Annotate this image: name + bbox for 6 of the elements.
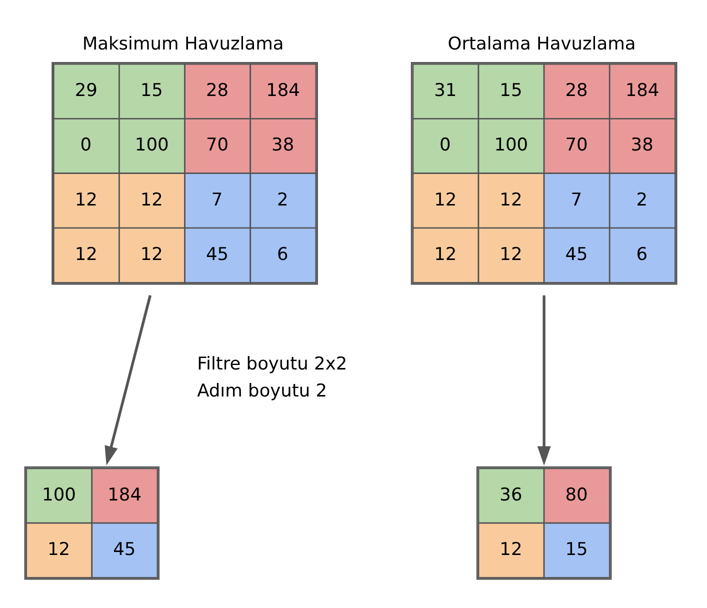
arrow bbox=[104, 294, 152, 465]
node-label: Maksimum Havuzlama bbox=[82, 34, 284, 54]
label: Filtre boyutu 2x2 bbox=[197, 354, 348, 374]
arrow bbox=[537, 294, 551, 465]
node-label: Ortalama Havuzlama bbox=[448, 34, 636, 54]
label: Adım boyutu 2 bbox=[197, 381, 328, 402]
